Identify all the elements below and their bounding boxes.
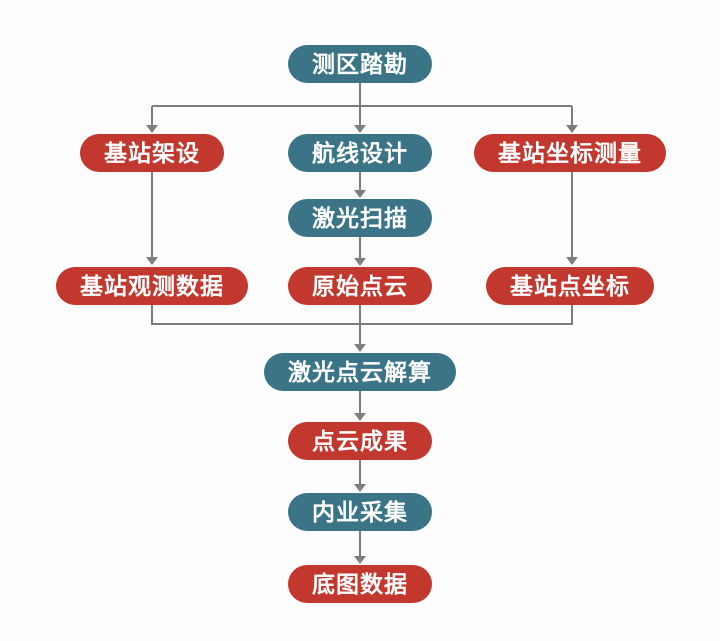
arrow-down-icon [146, 257, 158, 265]
edge-survey-center-line [359, 83, 361, 126]
edge-survey-right-line [571, 106, 573, 126]
arrow-down-icon [354, 413, 366, 421]
arrow-down-icon [354, 258, 366, 266]
edge-route-to-scan-line [359, 172, 361, 191]
arrow-down-icon [354, 125, 366, 133]
arrow-down-icon [566, 125, 578, 133]
node-laser-point-cloud-solve: 激光点云解算 [264, 353, 456, 391]
node-base-station-obs-data: 基站观测数据 [56, 267, 248, 305]
arrow-down-icon [354, 344, 366, 352]
node-base-station-setup: 基站架设 [80, 134, 224, 172]
arrow-down-icon [354, 556, 366, 564]
node-raw-point-cloud: 原始点云 [288, 267, 432, 305]
node-route-design: 航线设计 [288, 134, 432, 172]
edge-scan-to-rawcloud-line [359, 237, 361, 258]
arrow-down-icon [354, 190, 366, 198]
edge-result-to-collect-line [359, 460, 361, 484]
edge-merge-to-solve-line [359, 305, 361, 344]
node-base-map-data: 底图数据 [288, 565, 432, 603]
edge-survey-left-line [151, 106, 153, 126]
node-point-cloud-result: 点云成果 [288, 422, 432, 460]
edge-solve-to-result-line [359, 391, 361, 413]
node-base-station-point-coord: 基站点坐标 [486, 267, 654, 305]
edge-obsdata-merge-line [151, 305, 153, 325]
edge-setup-to-obsdata-line [151, 172, 153, 257]
node-laser-scan: 激光扫描 [288, 199, 432, 237]
arrow-down-icon [566, 257, 578, 265]
edge-merge-line [152, 323, 572, 325]
node-indoor-collection: 内业采集 [288, 493, 432, 531]
edge-collect-to-basemap-line [359, 531, 361, 556]
arrow-down-icon [354, 484, 366, 492]
arrow-down-icon [146, 125, 158, 133]
node-survey: 测区踏勘 [288, 45, 432, 83]
edge-coord-merge-line [571, 305, 573, 325]
edge-measure-to-coord-line [571, 172, 573, 257]
edge-survey-split-line [152, 105, 572, 107]
node-base-station-coord-measure: 基站坐标测量 [474, 134, 666, 172]
